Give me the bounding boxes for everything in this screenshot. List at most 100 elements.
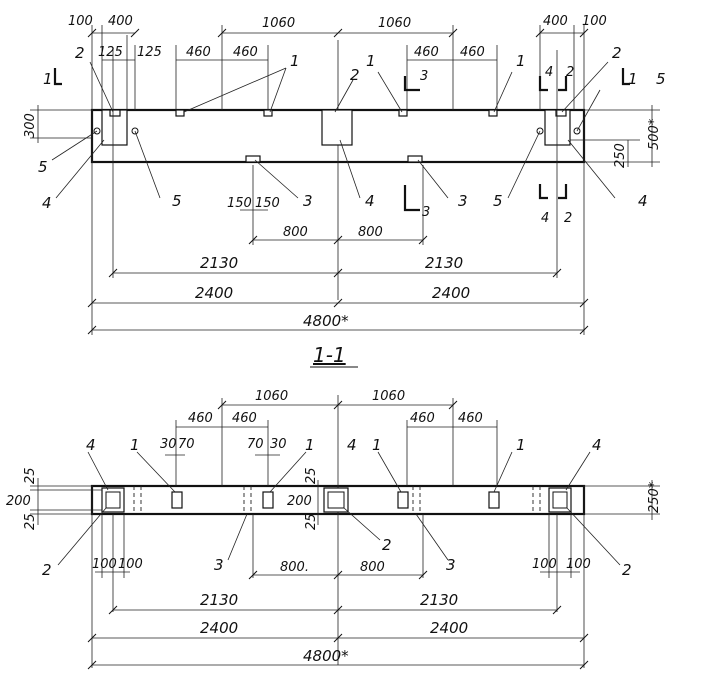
dim-100-left: 100 [68, 14, 93, 29]
callout-2-sec-bottom: 2 [564, 211, 572, 226]
sec-callout-2-left: 2 [42, 561, 52, 579]
sec-dim-25-top-left: 25 [23, 467, 38, 484]
sec-dim-100-d: 100 [566, 557, 591, 572]
callout-4-sec-bottom: 4 [541, 211, 549, 226]
plate-1d [488, 109, 498, 117]
sec-dim-460-a: 460 [188, 411, 213, 426]
sec-dim-70-right: 70 [247, 437, 264, 452]
dim-300: 300 [23, 113, 38, 138]
sec-dim-100-c: 100 [532, 557, 557, 572]
callout-2-sec-top: 2 [566, 65, 574, 80]
sec-dim-1060-right: 1060 [372, 389, 405, 404]
dim-460-c: 460 [414, 45, 439, 60]
sec-dim-70-left: 70 [178, 437, 195, 452]
dim-150-b: 150 [255, 196, 280, 211]
callout-2-top-right: 2 [612, 44, 622, 62]
sec-dim-460-b: 460 [232, 411, 257, 426]
callout-4-right: 4 [638, 192, 648, 210]
sec-callout-3-a: 3 [214, 556, 224, 574]
callout-1-left-sec: 1 [43, 70, 53, 88]
callout-4-center: 4 [365, 192, 375, 210]
sec-dim-460-d: 460 [458, 411, 483, 426]
dim-460-a: 460 [186, 45, 211, 60]
callout-2-top-mid: 2 [350, 66, 360, 84]
dim-500-star: 500* [647, 118, 662, 150]
plan-view: 100 400 1060 1060 400 100 125 125 460 46… [23, 14, 666, 335]
sec-dim-800-a: 800. [280, 560, 309, 575]
window-1d [488, 491, 500, 509]
sec-dim-2400-right: 2400 [430, 619, 468, 637]
dim-150-a: 150 [227, 196, 252, 211]
callout-1-right-sec: 1 [628, 70, 638, 88]
dim-800-b: 800 [358, 225, 383, 240]
dim-460-b: 460 [233, 45, 258, 60]
section-title: 1-1 [313, 343, 346, 367]
sec-dim-2400-left: 2400 [200, 619, 238, 637]
dim-125-b: 125 [137, 45, 162, 60]
sec-callout-2-center: 2 [382, 536, 392, 554]
sec-dim-100-a: 100 [92, 557, 117, 572]
plate-2b [555, 109, 567, 117]
sec-dim-30-right: 30 [270, 437, 287, 452]
window-1b [262, 491, 274, 509]
callout-1-top-b: 1 [366, 52, 376, 70]
dim-2400-left: 2400 [195, 284, 233, 302]
window-1a [171, 491, 183, 509]
dim-4800-star: 4800* [303, 312, 349, 330]
sec-callout-1-d: 1 [516, 436, 526, 454]
sec-callout-1-a: 1 [130, 436, 140, 454]
dim-100-right: 100 [582, 14, 607, 29]
plate-3a [245, 155, 261, 163]
section-mark-3-bottom [403, 185, 420, 212]
sec-dim-4800-star: 4800* [303, 647, 349, 665]
dim-800-a: 800 [283, 225, 308, 240]
sec-dim-800-b: 800 [360, 560, 385, 575]
dim-125-a: 125 [98, 45, 123, 60]
dim-400-left: 400 [108, 14, 133, 29]
section-mark-3-top [403, 76, 420, 92]
sec-callout-4-center: 4 [347, 436, 357, 454]
dim-400-right: 400 [543, 14, 568, 29]
section-mark-1-right [621, 68, 630, 86]
dim-2400-right: 2400 [432, 284, 470, 302]
sec-dim-460-c: 460 [410, 411, 435, 426]
callout-3-bottom-a: 3 [303, 192, 313, 210]
section-mark-2-top [558, 76, 568, 92]
sec-dim-1060-left: 1060 [255, 389, 288, 404]
window-1c [397, 491, 409, 509]
section-mark-2-bottom [558, 184, 568, 200]
dim-2130-right: 2130 [425, 254, 463, 272]
sec-dim-2130-right: 2130 [420, 591, 458, 609]
callout-2-top-left: 2 [75, 44, 85, 62]
sec-callout-4-left: 4 [86, 436, 96, 454]
section-1-1: 1-1 [6, 343, 662, 670]
sec-dim-2130-left: 2130 [200, 591, 238, 609]
sec-dim-250-star: 250* [647, 481, 662, 513]
callout-1-top-c: 1 [516, 52, 526, 70]
callout-4-left: 4 [42, 194, 52, 212]
plate-2a [109, 109, 121, 117]
sec-dim-30-left: 30 [160, 437, 177, 452]
dim-2130-left: 2130 [200, 254, 238, 272]
dim-250: 250 [613, 143, 628, 168]
callout-5-right-inner: 5 [493, 192, 503, 210]
plate-1a [175, 109, 185, 117]
callout-3-bottom-b: 3 [458, 192, 468, 210]
sec-dim-25-center-top: 25 [304, 467, 319, 484]
dim-460-d: 460 [460, 45, 485, 60]
sec-callout-4-right: 4 [592, 436, 602, 454]
callout-5-left-inner: 5 [172, 192, 182, 210]
sec-dim-200-center: 200 [287, 494, 312, 509]
sec-dim-200-left: 200 [6, 494, 31, 509]
sec-dim-25-bottom-left: 25 [23, 513, 38, 530]
callout-5-left: 5 [38, 158, 48, 176]
plate-1c [398, 109, 408, 117]
plate-3b [407, 155, 423, 163]
callout-1-top-a: 1 [290, 52, 300, 70]
section-mark-4-bottom [538, 184, 548, 200]
sec-callout-1-b: 1 [305, 436, 315, 454]
sec-dim-100-b: 100 [118, 557, 143, 572]
callout-4-sec-top: 4 [545, 65, 553, 80]
callout-3-sec-bottom: 3 [422, 205, 430, 220]
